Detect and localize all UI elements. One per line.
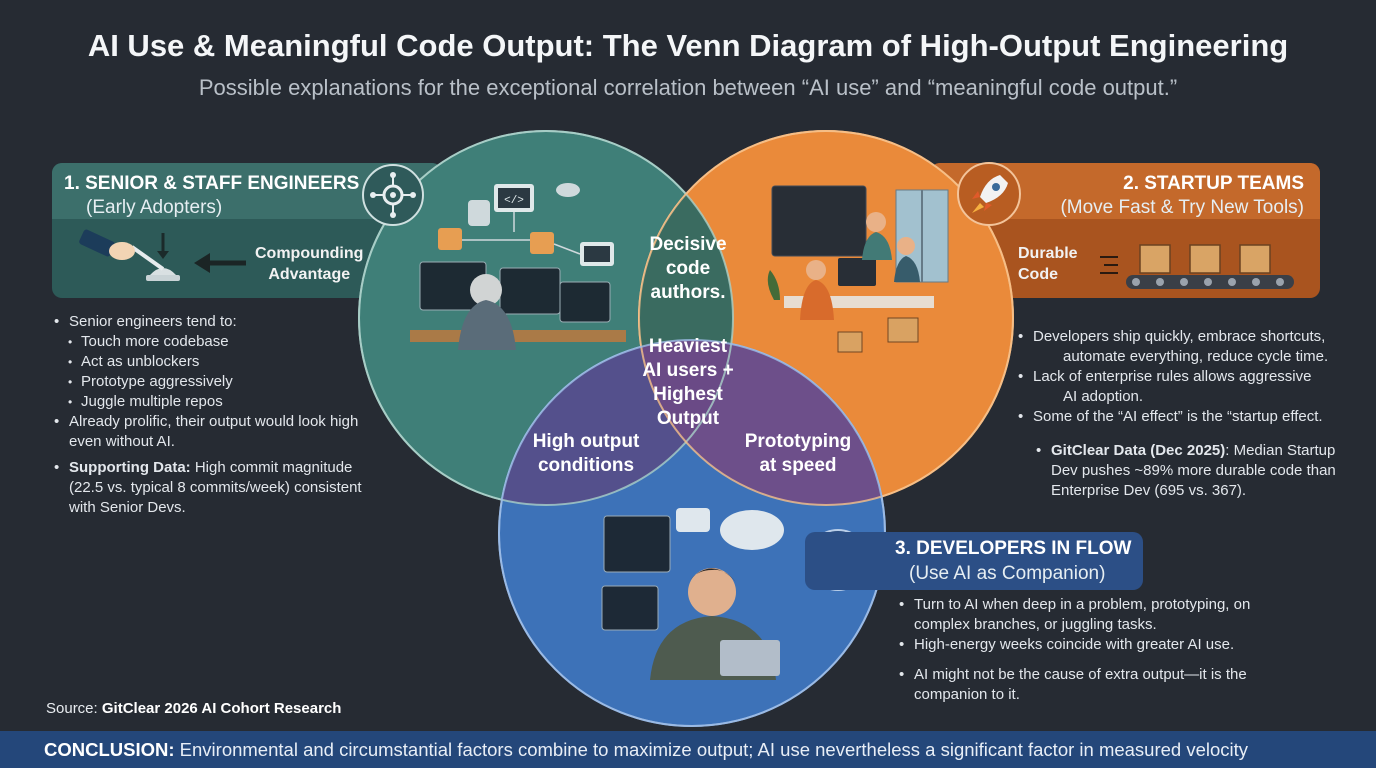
flow-bullet-2: High-energy weeks coincide with greater …	[897, 635, 1297, 655]
senior-subtitle: (Early Adopters)	[86, 197, 223, 218]
flow-illustration	[601, 508, 784, 680]
startup-gitclear-data: GitClear Data (Dec 2025): Median Startup…	[1034, 441, 1366, 501]
flow-subtitle: (Use AI as Companion)	[909, 563, 1106, 584]
startup-illustration	[767, 185, 949, 353]
page-subtitle: Possible explanations for the exceptiona…	[198, 75, 1178, 100]
rocket-icon	[956, 161, 1022, 227]
senior-bullet-2: Already prolific, their output would loo…	[52, 412, 382, 452]
conclusion-bar: CONCLUSION: Environmental and circumstan…	[0, 731, 1376, 768]
senior-sub-2: Act as unblockers	[52, 352, 382, 372]
flow-banner: 3. DEVELOPERS IN FLOW (Use AI as Compani…	[805, 532, 1143, 590]
flow-title: 3. DEVELOPERS IN FLOW	[895, 538, 1132, 559]
page-title: AI Use & Meaningful Code Output: The Ven…	[87, 28, 1289, 63]
flow-bullet-1: Turn to AI when deep in a problem, proto…	[897, 595, 1297, 635]
senior-title: 1. SENIOR & STAFF ENGINEERS	[64, 173, 360, 194]
senior-supporting-data: Supporting Data: High commit magnitude (…	[52, 458, 382, 518]
senior-sub-4: Juggle multiple repos	[52, 392, 382, 412]
flow-bullet-3: AI might not be the cause of extra outpu…	[897, 665, 1297, 705]
durable-code-tag: Durable Code	[1018, 245, 1078, 283]
flow-bullet-list: Turn to AI when deep in a problem, proto…	[897, 595, 1297, 705]
senior-sub-1: Touch more codebase	[52, 332, 382, 352]
conclusion-text: Environmental and circumstantial factors…	[174, 739, 1249, 760]
senior-intro: Senior engineers tend to:	[52, 312, 382, 332]
compounding-advantage-tag: Compounding Advantage	[255, 245, 364, 283]
startup-bullet-3: Some of the “AI effect” is the “startup …	[1016, 407, 1366, 427]
senior-illustration: </>	[410, 183, 626, 350]
startup-bullet-2: Lack of enterprise rules allows aggressi…	[1016, 367, 1366, 407]
overlap-senior-flow	[499, 340, 733, 505]
overlap-startup-flow	[639, 340, 885, 505]
senior-bullet-list: Senior engineers tend to: Touch more cod…	[52, 312, 382, 518]
conveyor-boxes-icon	[1100, 235, 1300, 295]
startup-title: 2. STARTUP TEAMS	[1123, 173, 1304, 194]
conclusion-label: CONCLUSION:	[44, 739, 175, 760]
svg-text:</>: </>	[504, 195, 524, 207]
senior-sub-3: Prototype aggressively	[52, 372, 382, 392]
network-gear-icon	[361, 163, 425, 227]
startup-bullet-1: Developers ship quickly, embrace shortcu…	[1016, 327, 1366, 367]
startup-subtitle: (Move Fast & Try New Tools)	[1060, 197, 1304, 218]
startup-bullet-list: Developers ship quickly, embrace shortcu…	[1016, 327, 1366, 501]
hand-lever-icon	[72, 229, 192, 291]
source-credit: Source: GitClear 2026 AI Cohort Research	[46, 700, 342, 717]
